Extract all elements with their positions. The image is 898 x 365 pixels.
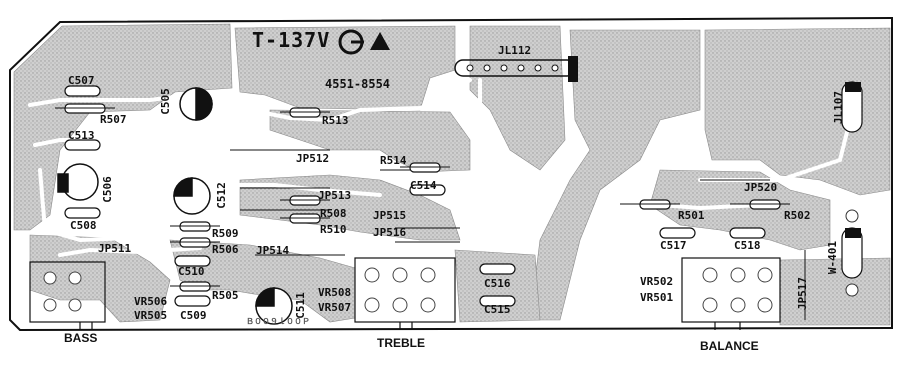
part-number: 4551-8554: [325, 77, 391, 91]
label-jp511: JP511: [98, 242, 132, 255]
label-c515: C515: [484, 303, 511, 316]
copper-pour: [13, 23, 891, 326]
label-r506: R506: [212, 243, 239, 256]
print-number: Ｂ００９ｌ００Ｐ: [246, 317, 310, 326]
label-c509: C509: [180, 309, 207, 322]
label-c508: C508: [70, 219, 97, 232]
label-vr506: VR506: [134, 295, 168, 308]
label-vr508: VR508: [318, 286, 352, 299]
label-c505: C505: [158, 88, 172, 115]
warning-triangle-icon: [370, 32, 390, 50]
label-c506: C506: [100, 176, 114, 203]
label-jp515: JP515: [373, 209, 407, 222]
jl112-header: [454, 56, 578, 82]
label-w401: W-401: [826, 240, 840, 275]
label-r501: R501: [678, 209, 705, 222]
label-c518: C518: [734, 239, 761, 252]
label-c510: C510: [178, 265, 205, 278]
label-vr502: VR502: [640, 275, 674, 288]
label-r509: R509: [212, 227, 239, 240]
label-bass: BASS: [64, 331, 98, 345]
jl107-w401: [841, 81, 863, 297]
label-c512: C512: [214, 182, 228, 209]
label-r505: R505: [212, 289, 239, 302]
label-c517: C517: [660, 239, 687, 252]
label-c516: C516: [484, 277, 511, 290]
resistor-leads: [55, 107, 790, 287]
label-vr507: VR507: [318, 301, 352, 314]
label-r513: R513: [322, 114, 349, 127]
label-jp520: JP520: [744, 181, 778, 194]
label-vr505: VR505: [134, 309, 168, 322]
label-r514: R514: [380, 154, 407, 167]
label-balance: BALANCE: [700, 339, 759, 353]
label-jp514: JP514: [256, 244, 290, 257]
label-jl112: JL112: [498, 44, 532, 57]
label-c507: C507: [68, 74, 95, 87]
label-c513: C513: [68, 129, 95, 142]
label-vr501: VR501: [640, 291, 674, 304]
label-c514: C514: [410, 179, 437, 192]
model-title: T-137V: [252, 28, 331, 52]
label-r507: R507: [100, 113, 127, 126]
label-c511: C511: [293, 292, 307, 319]
label-jl107: JL107: [832, 90, 846, 125]
pot-pads: [43, 267, 773, 313]
electrolytic-capacitors: [57, 87, 293, 325]
label-jp513: JP513: [318, 189, 352, 202]
power-logo-icon: [338, 29, 364, 55]
label-r508: R508: [320, 207, 347, 220]
label-r510: R510: [320, 223, 347, 236]
label-treble: TREBLE: [377, 336, 425, 350]
potentiometer-outlines: [29, 257, 781, 330]
label-jp517: JP517: [796, 276, 810, 311]
label-r502: R502: [784, 209, 811, 222]
label-jp512: JP512: [296, 152, 330, 165]
film-capacitors: [64, 85, 766, 307]
label-jp516: JP516: [373, 226, 407, 239]
